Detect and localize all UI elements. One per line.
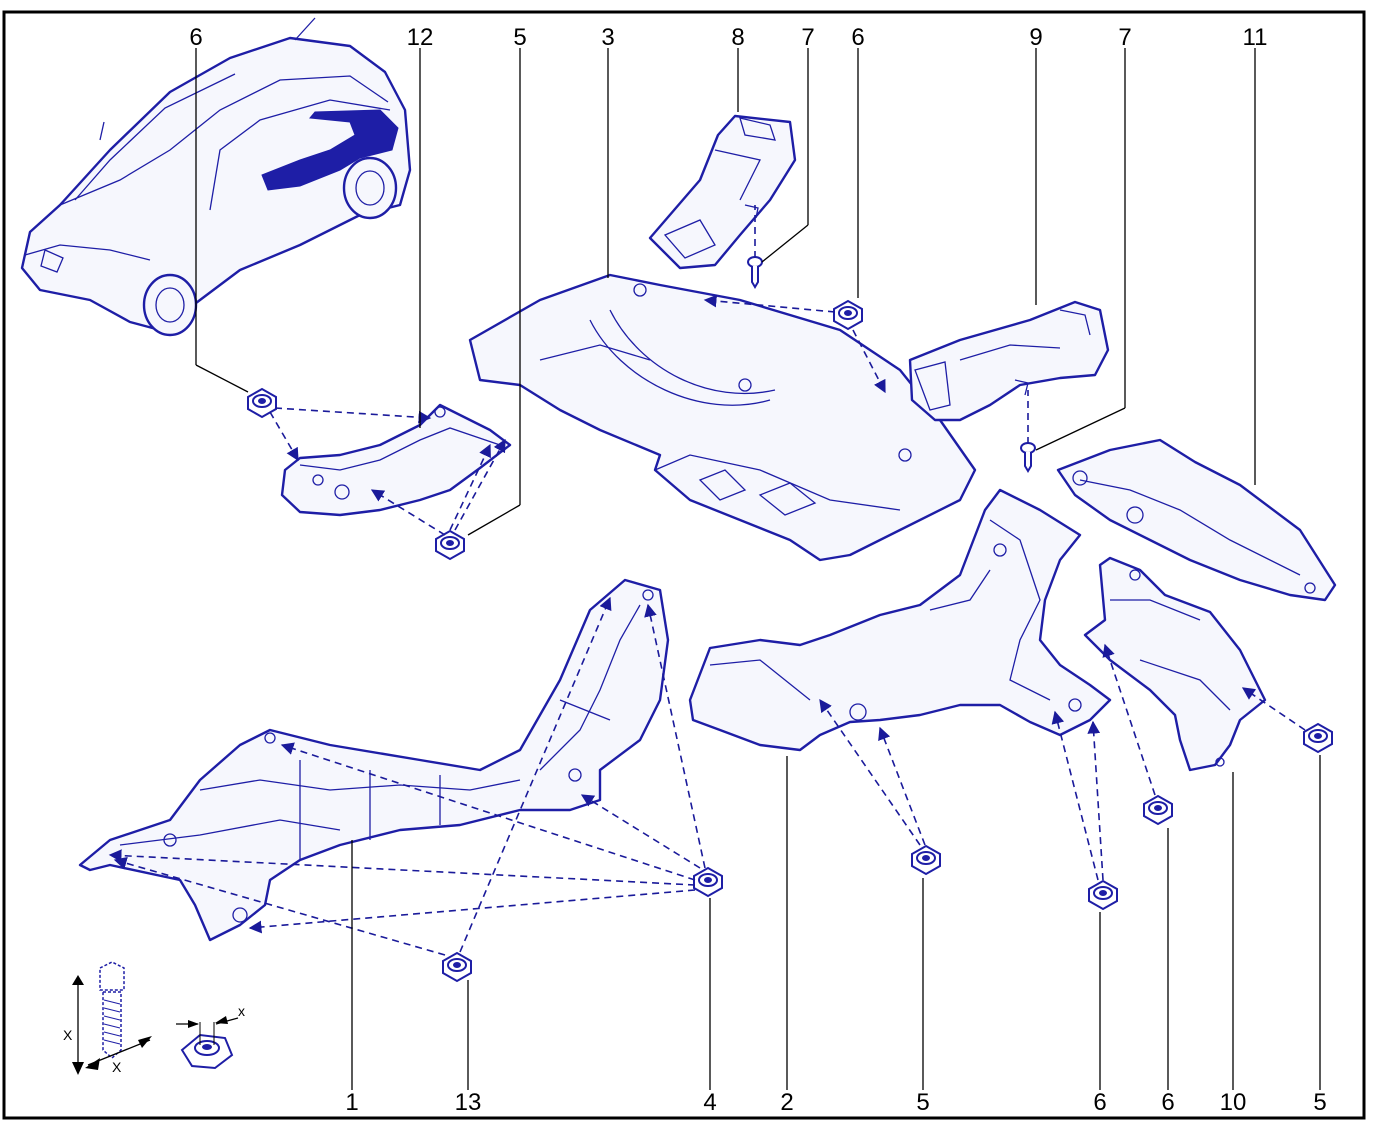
callout-labels-bottom: 1 13 4 2 5 6 6 10 5 <box>345 1089 1326 1116</box>
nut-5-b <box>911 845 941 875</box>
nut-4 <box>693 867 723 897</box>
callout-6-d: 6 <box>1161 1089 1174 1116</box>
assembly-lines <box>108 205 1306 956</box>
callout-8: 8 <box>731 24 744 51</box>
nut-5-c <box>1303 723 1333 753</box>
callout-12: 12 <box>407 24 434 51</box>
nut-6-b <box>833 300 863 330</box>
screw-7-a <box>747 256 763 289</box>
bolt-width-label: X <box>112 1059 122 1075</box>
callout-6-a: 6 <box>189 24 202 51</box>
screw-7-b <box>1020 442 1036 473</box>
leader-lines <box>195 48 1321 1090</box>
nut-dimension-icon: x <box>176 1003 245 1070</box>
callout-2: 2 <box>780 1089 793 1116</box>
callout-7-b: 7 <box>1118 24 1131 51</box>
callout-5-a: 5 <box>513 24 526 51</box>
callout-10: 10 <box>1220 1089 1247 1116</box>
part-8-air-duct <box>648 114 797 270</box>
callout-5-b: 5 <box>916 1089 929 1116</box>
diagram-border <box>2 10 1366 1120</box>
part-11-heat-shield <box>1056 438 1337 602</box>
nut-13 <box>442 952 472 982</box>
part-12-heat-shield <box>280 403 512 517</box>
callout-4: 4 <box>703 1089 716 1116</box>
nut-6-c <box>1088 880 1118 910</box>
callout-6-b: 6 <box>851 24 864 51</box>
nut-width-label: x <box>238 1003 245 1019</box>
highlighted-heat-shields <box>261 109 399 191</box>
nut-6-d <box>1143 795 1173 825</box>
callout-13: 13 <box>455 1089 482 1116</box>
part-2-heat-shield <box>688 488 1112 752</box>
callout-6-c: 6 <box>1093 1089 1106 1116</box>
bolt-dimension-icon: X X <box>63 961 152 1075</box>
nut-5-a <box>435 530 465 560</box>
part-3-heat-shield <box>468 273 977 562</box>
callout-7-a: 7 <box>801 24 814 51</box>
part-9-air-duct <box>908 300 1110 422</box>
callout-3: 3 <box>601 24 614 51</box>
callout-9: 9 <box>1029 24 1042 51</box>
part-1-tunnel-heat-shield <box>78 578 670 942</box>
nut-6-a <box>247 388 277 418</box>
vehicle-locator-icon <box>20 17 412 337</box>
bolt-height-label: X <box>63 1027 73 1043</box>
callout-1: 1 <box>345 1089 358 1116</box>
callout-5-c: 5 <box>1313 1089 1326 1116</box>
part-10-heat-shield <box>1083 556 1267 772</box>
callout-11: 11 <box>1243 24 1268 51</box>
callout-labels-top: 6 12 5 3 8 7 6 9 7 11 <box>189 24 1267 51</box>
